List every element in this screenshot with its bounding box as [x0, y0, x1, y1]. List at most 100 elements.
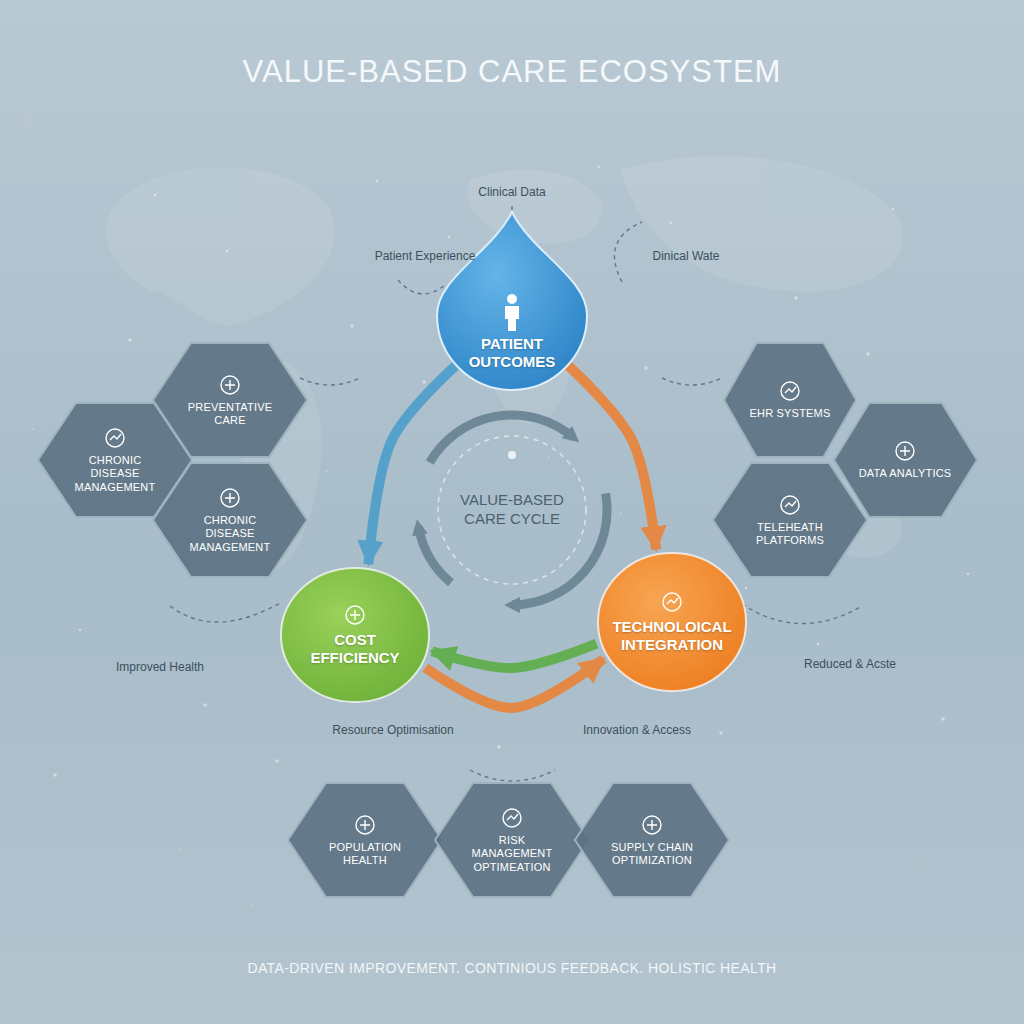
sparkle: [203, 703, 207, 707]
circle-shape: [598, 553, 746, 691]
dashed-flow: [170, 602, 282, 622]
icon-mark: [785, 387, 796, 393]
sparkle: [917, 863, 919, 865]
node-icon: [893, 439, 917, 463]
node-icon: [778, 493, 802, 517]
sparkle: [448, 236, 451, 239]
flow-label-holder: Improved Health: [116, 660, 204, 674]
icon-ring: [781, 382, 799, 400]
sparkle: [620, 512, 622, 514]
hexagon-box: RISK MANAGEMENT OPTIMEATION: [434, 782, 590, 898]
icon-mark: [360, 820, 370, 830]
flow-label-holder: Resource Optimisation: [332, 723, 453, 737]
flow-arrow: [425, 659, 603, 708]
cycle-arrow: [419, 527, 451, 583]
sparkle: [79, 629, 82, 632]
node-icon: [497, 293, 527, 331]
sparkle: [644, 366, 648, 370]
flow-label-holder: Patient Experience: [375, 249, 476, 263]
node-icon: [660, 590, 684, 614]
icon-ring: [503, 809, 521, 827]
node-icon: [500, 806, 524, 830]
node-outline: [574, 782, 730, 898]
sparkle: [422, 380, 426, 384]
dashed-flow: [614, 222, 642, 282]
sparkle: [794, 296, 798, 300]
circle-shape: [281, 568, 429, 702]
flow-label-holder: Clinical Data: [478, 185, 545, 199]
node-label: EHR SYSTEMS: [749, 407, 830, 420]
node-label: RISK MANAGEMENT OPTIMEATION: [460, 834, 564, 874]
map-land: [468, 170, 601, 244]
sparkle: [251, 905, 253, 907]
icon-mark: [350, 610, 360, 620]
flow-arrow: [368, 366, 455, 564]
node-label: PATIENT OUTCOMES: [451, 335, 573, 371]
node-icon: [218, 373, 242, 397]
sparkle: [128, 338, 132, 342]
icon-mark: [667, 598, 678, 604]
node-icon: [218, 486, 242, 510]
dashed-flow: [662, 378, 722, 385]
map-land: [620, 156, 903, 292]
glow-dot: [508, 451, 516, 459]
node-label: TECHNOLOICAL INTEGRATION: [611, 618, 733, 654]
sparkle: [154, 194, 157, 197]
sparkles: [29, 119, 969, 907]
circle-node: TECHNOLOICAL INTEGRATION: [597, 552, 747, 692]
node-label: TELEHEATH PLATFORMS: [738, 521, 842, 547]
flow-label: Resource Optimisation: [332, 723, 453, 737]
node-icon: [353, 813, 377, 837]
dashed-ring: [438, 436, 586, 584]
cycle-arrow: [430, 415, 573, 463]
icon-mark: [507, 814, 518, 820]
icon-ring: [221, 489, 239, 507]
hexagon-shape: [575, 783, 729, 897]
sparkle: [670, 222, 673, 225]
sparkle: [817, 643, 820, 646]
diagram-caption: DATA-DRIVEN IMPROVEMENT. CONTINIOUS FEED…: [247, 960, 776, 976]
flow-label: Innovation & Access: [583, 723, 691, 737]
icon-ring: [346, 606, 364, 624]
sparkle: [745, 587, 748, 590]
dashed-flow: [470, 770, 555, 781]
flow-arrow: [568, 366, 656, 550]
drop-shape: [437, 212, 587, 390]
node-label: CHRONIC DISEASE MANAGEMENT: [178, 514, 282, 554]
node-label: PREVENTATIVE CARE: [178, 401, 282, 427]
flow-label-holder: Innovation & Access: [583, 723, 691, 737]
dashed-flow: [398, 280, 445, 294]
sparkle: [548, 456, 550, 458]
hexagon-shape: [713, 463, 867, 577]
node-icon: [640, 813, 664, 837]
sparkle: [275, 759, 279, 763]
icon-ring: [106, 429, 124, 447]
flow-label-holder: Reduced & Acste: [804, 657, 896, 671]
sparkle: [29, 119, 31, 121]
node-icon: [103, 426, 127, 450]
flow-label: Dinical Wate: [653, 249, 720, 263]
node-icon: [778, 379, 802, 403]
sparkle: [866, 352, 870, 356]
hexagon-shape: [288, 783, 442, 897]
dashed-flow: [300, 378, 360, 385]
sparkle: [326, 470, 328, 472]
sparkle: [226, 250, 229, 253]
hexagon-box: POPULATION HEALTH: [287, 782, 443, 898]
sparkle: [53, 773, 57, 777]
flow-label-holder: Dinical Wate: [653, 249, 720, 263]
node-label: SUPPLY CHAIN OPTIMIZATION: [600, 841, 704, 867]
sparkle: [598, 166, 601, 169]
circle-node: COST EFFICIENCY: [280, 567, 430, 703]
flow-label: Patient Experience: [375, 249, 476, 263]
sparkle: [719, 731, 723, 735]
diagram-title-holder: VALUE-BASED CARE ECOSYSTEM: [243, 54, 782, 90]
hexagon-shape: [435, 783, 589, 897]
icon-mark: [647, 820, 657, 830]
icon-ring: [663, 593, 681, 611]
sparkle: [376, 180, 379, 183]
icon-mark: [225, 380, 235, 390]
node-outline: [712, 462, 868, 578]
hexagon-box: SUPPLY CHAIN OPTIMIZATION: [574, 782, 730, 898]
